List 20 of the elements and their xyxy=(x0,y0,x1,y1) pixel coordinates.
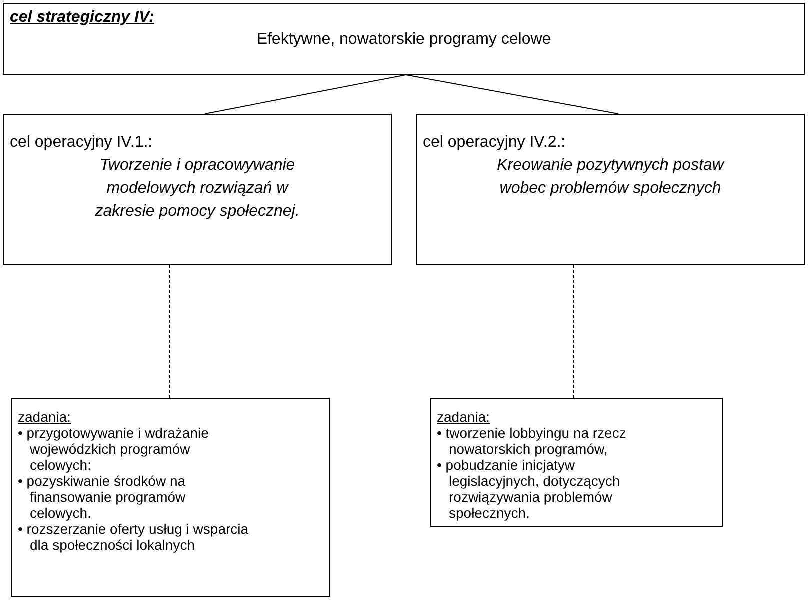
tasks-box xyxy=(11,398,330,597)
task-item: • przygotowywanie i wdrażanie wojewódzkich programów celowych: xyxy=(18,425,210,473)
goal-heading: cel strategiczny IV: xyxy=(10,8,154,28)
goal-box xyxy=(3,3,805,75)
task-item: • tworzenie lobbyingu na rzecz nowatorskich programów, xyxy=(437,425,628,457)
objective-text: Kreowanie pozytywnych postaw wobec problemów społecznych xyxy=(496,156,726,199)
tasks-heading: zadania: xyxy=(437,409,490,425)
goal-text: Efektywne, nowatorskie programy celowe xyxy=(256,30,552,50)
connector-line xyxy=(406,74,619,114)
task-item: • rozszerzanie oferty usług i wsparcia dla społeczności lokalnych xyxy=(18,521,250,553)
task-item: • pobudzanie inicjatyw legislacyjnych, dotyczących rozwiązywania problemów społecznych. xyxy=(437,457,622,521)
tasks-heading: zadania: xyxy=(18,409,71,425)
objective-text: Tworzenie i opracowywanie modelowych rozwiązań w zakresie pomocy społecznej. xyxy=(94,156,301,222)
objective-heading: cel operacyjny IV.2.: xyxy=(423,133,566,153)
objective-heading: cel operacyjny IV.1.: xyxy=(10,133,153,153)
connector-line xyxy=(204,74,406,114)
objective-box xyxy=(3,114,392,265)
tasks-box xyxy=(430,398,723,527)
objective-box xyxy=(416,114,805,265)
task-item: • pozyskiwanie środków na finansowanie programów celowych. xyxy=(18,473,187,521)
